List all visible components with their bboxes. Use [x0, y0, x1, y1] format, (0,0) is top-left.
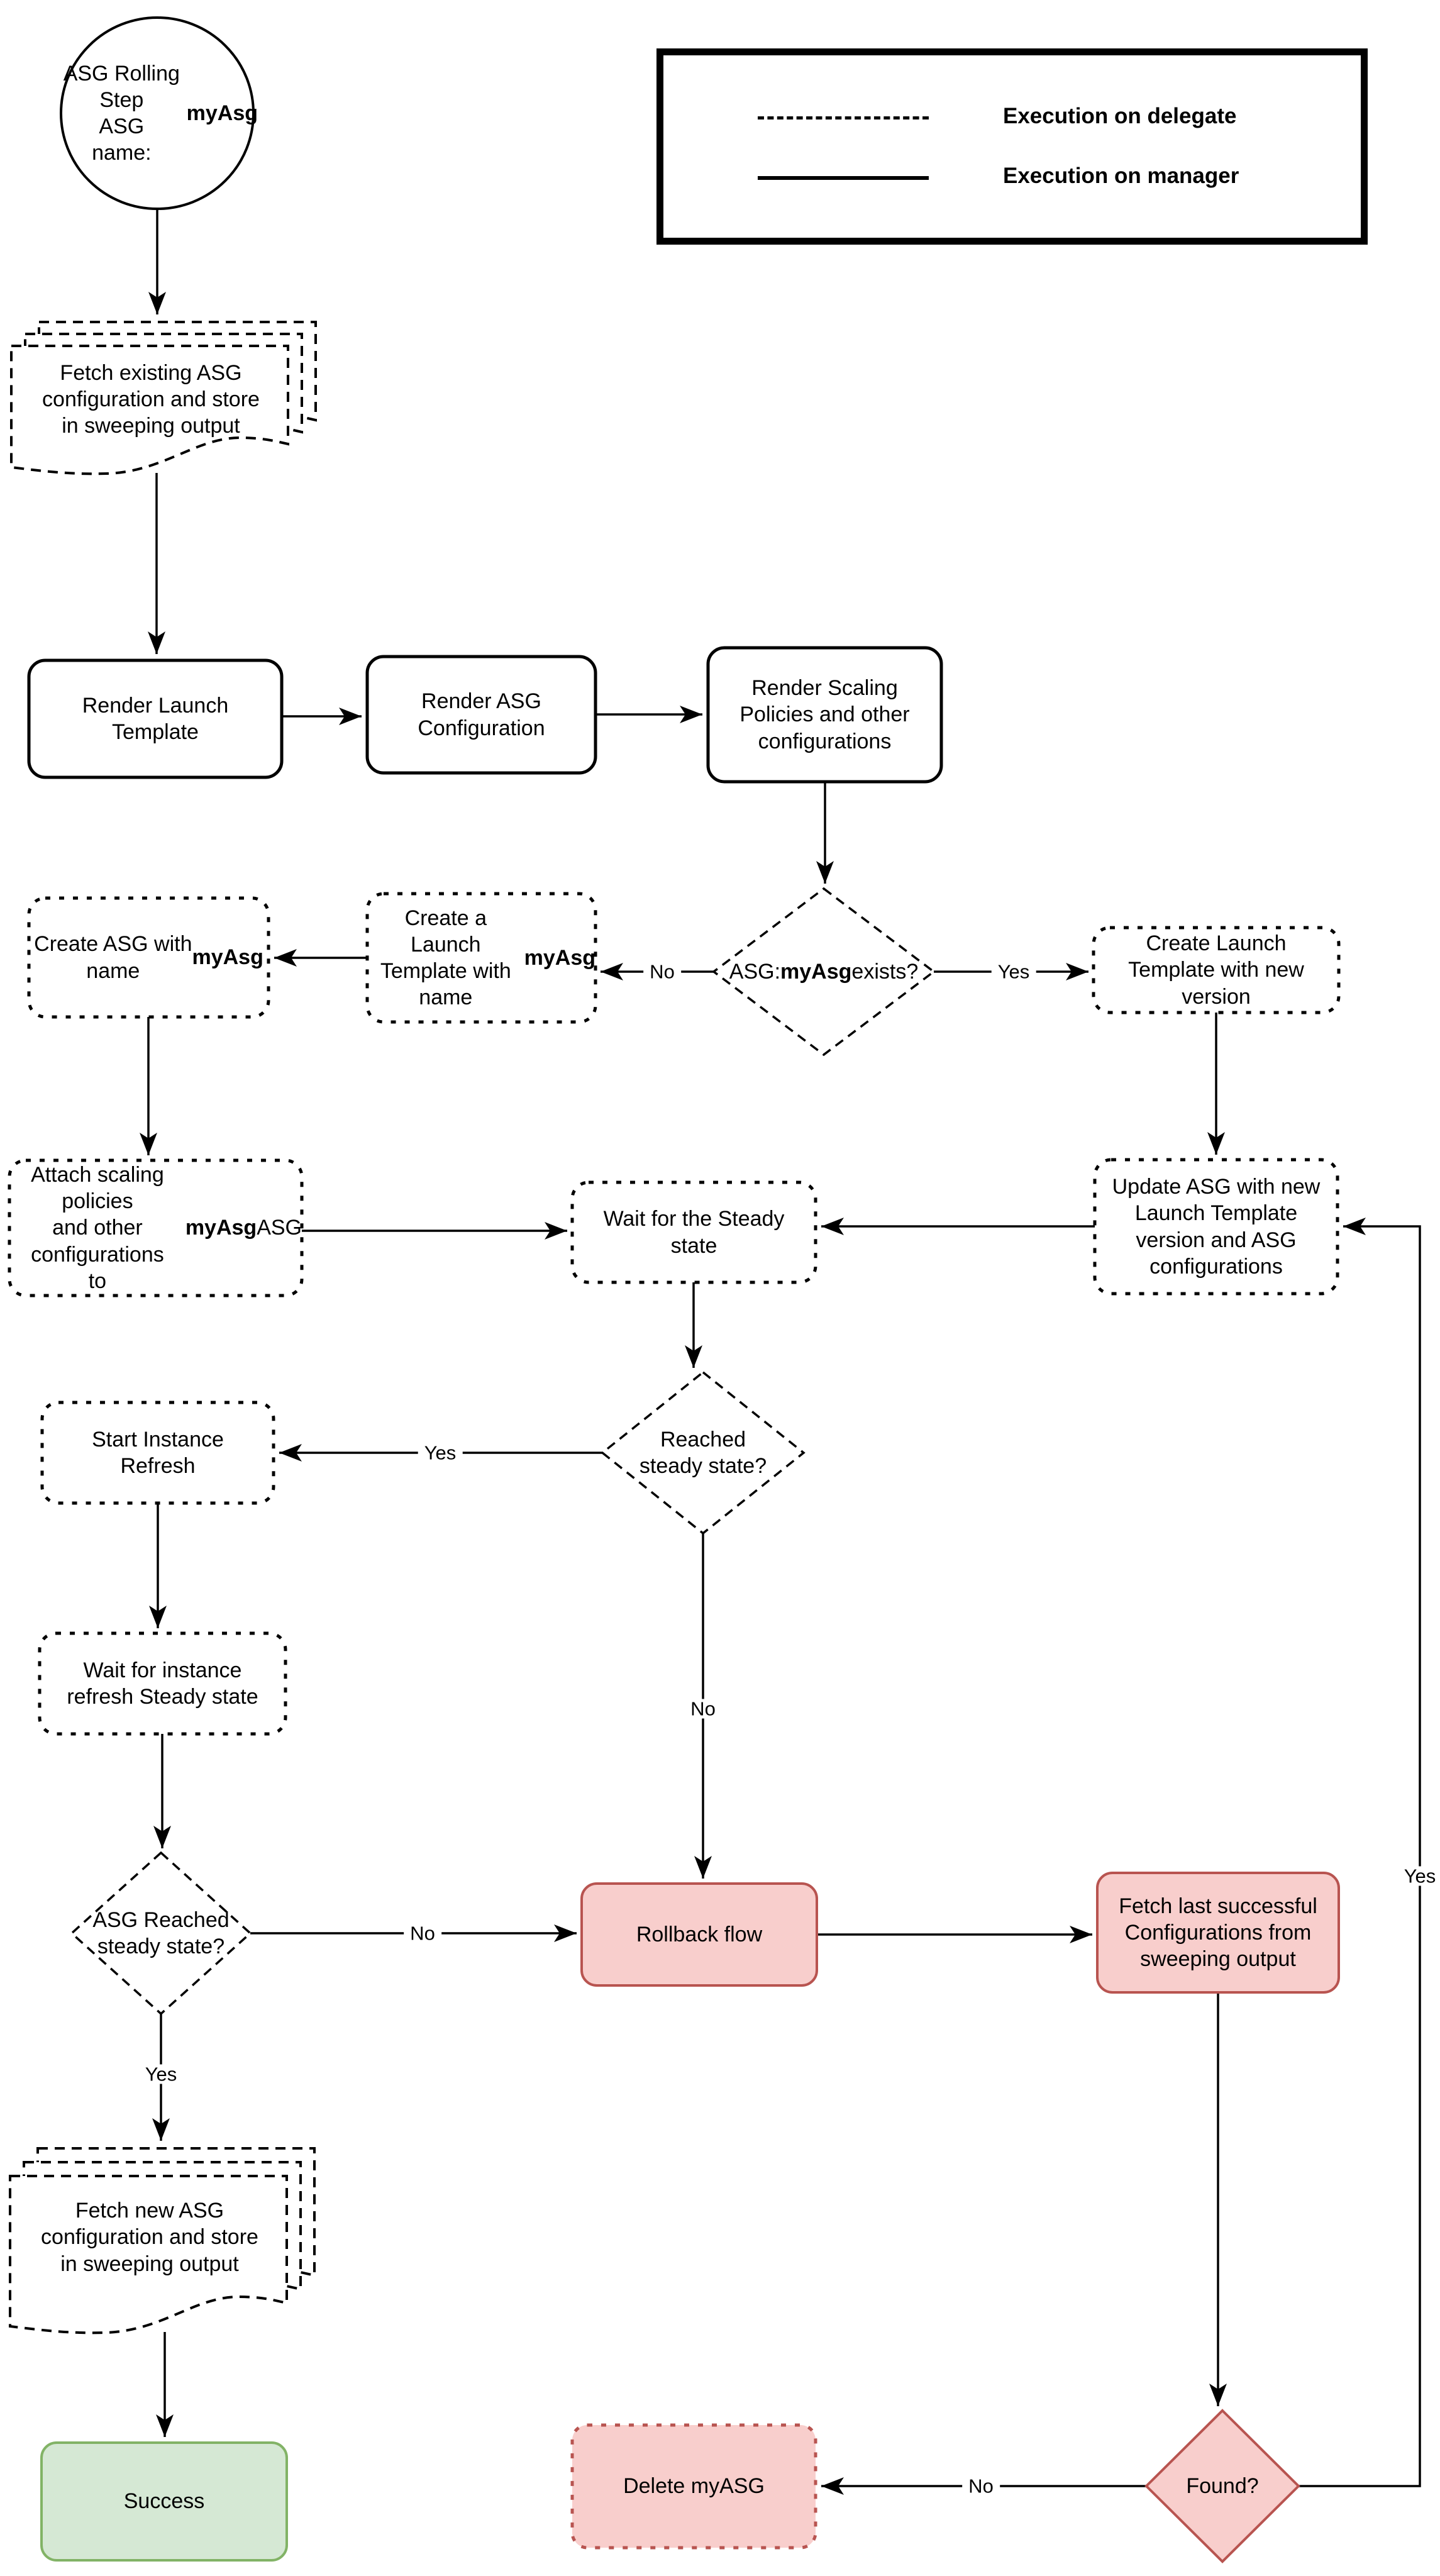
node-asg-exists-diamond [712, 887, 936, 1057]
node-render-asg-configuration [365, 655, 597, 775]
node-start-instance-refresh [40, 1401, 275, 1505]
node-rollback-flow-label: Rollback flow [636, 1922, 763, 1946]
edge-label-exists-yes: Yes [991, 962, 1036, 982]
edge-found-yes-loop [1299, 1218, 1421, 2487]
node-update-asg [1093, 1158, 1339, 1296]
node-wait-steady-state [570, 1180, 817, 1284]
node-create-launch-template-new [1092, 926, 1341, 1014]
node-success-label: Success [123, 2489, 205, 2514]
edge-label-asg-reached-no: No [404, 1923, 441, 1943]
legend-solid-line-sample [758, 176, 929, 180]
node-asg-exists-label: ASG:myAsg exists? [729, 959, 919, 984]
node-fetch-last-successful [1096, 1872, 1340, 1994]
node-rollback-flow [580, 1882, 818, 1987]
node-success [40, 2441, 288, 2562]
legend-label-delegate: Execution on delegate [1003, 104, 1237, 128]
node-create-asg-myasg [27, 896, 270, 1019]
legend-dashed-line-sample [758, 116, 929, 119]
node-asg-reached-diamond [70, 1851, 252, 2016]
node-wait-instance-refresh [38, 1631, 287, 1736]
legend-box: Execution on delegate Execution on manag… [656, 48, 1368, 245]
edge-label-asg-reached-yes: Yes [138, 2064, 184, 2084]
node-delete-myasg [570, 2423, 817, 2550]
edge-label-exists-no: No [643, 962, 681, 982]
node-create-launch-template-myasg [365, 892, 597, 1024]
node-start-circle [60, 16, 255, 210]
node-fetch-existing-document [10, 321, 317, 475]
node-reached-steady-diamond [601, 1370, 806, 1535]
edge-label-reached-yes: Yes [418, 1443, 463, 1463]
edge-label-found-no: No [962, 2476, 1000, 2496]
edge-label-found-yes: Yes [1397, 1866, 1440, 1886]
node-attach-scaling-policies [8, 1158, 304, 1297]
legend-label-manager: Execution on manager [1003, 164, 1239, 188]
node-fetch-new-document [9, 2147, 316, 2334]
node-found-diamond [1144, 2409, 1300, 2563]
node-render-scaling-policies [706, 646, 943, 784]
edge-label-reached-no: No [684, 1699, 722, 1719]
node-found-label: Found? [1186, 2474, 1259, 2499]
node-delete-myasg-label: Delete myASG [623, 2474, 765, 2499]
node-render-launch-template [27, 658, 284, 779]
